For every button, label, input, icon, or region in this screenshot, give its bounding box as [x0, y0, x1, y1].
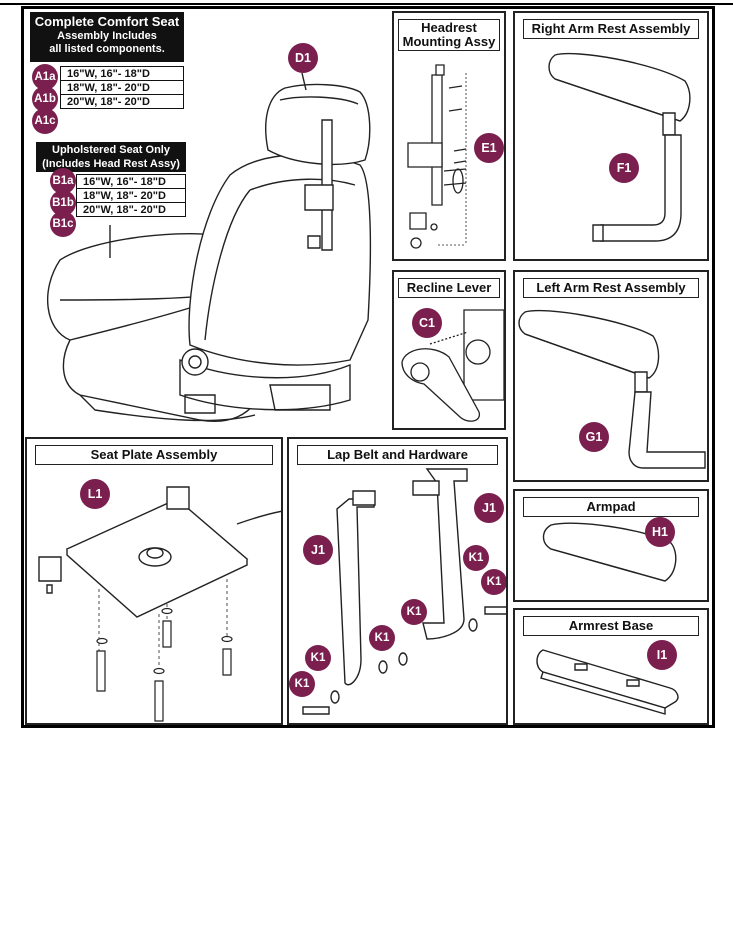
- size-cell: 18"W, 18"- 20"D: [60, 80, 184, 95]
- callout-k1: K1: [463, 545, 489, 571]
- panel-title-line2: Mounting Assy: [402, 34, 496, 49]
- callout-l1: L1: [80, 479, 110, 509]
- lap-belt-panel: Lap Belt and Hardware J1 J1 K1 K1 K1 K1 …: [287, 437, 508, 725]
- size-cell: 16"W, 16"- 18"D: [76, 174, 186, 189]
- panel-title: Recline Lever: [398, 278, 500, 298]
- table-row: 18"W, 18"- 20"D: [76, 188, 186, 203]
- headrest-mount-drawing: [394, 13, 506, 261]
- callout-k1: K1: [481, 569, 506, 595]
- armrest-base-drawing: [515, 610, 709, 725]
- callout-g1: G1: [579, 422, 609, 452]
- table-row: 18"W, 18"- 20"D: [60, 80, 184, 95]
- panel-title-line1: Headrest: [421, 20, 477, 35]
- panel-title: Seat Plate Assembly: [35, 445, 273, 465]
- diagram-frame: [21, 6, 715, 728]
- upholstered-seat-label: Upholstered Seat Only (Includes Head Res…: [36, 142, 186, 172]
- callout-a1a: A1a: [32, 64, 58, 90]
- size-cell: 20"W, 18"- 20"D: [76, 202, 186, 217]
- right-arm-rest-drawing: [515, 13, 709, 261]
- complete-seat-title: Complete Comfort Seat: [34, 14, 180, 29]
- callout-i1: I1: [647, 640, 677, 670]
- callout-a1b: A1b: [32, 86, 58, 112]
- upholstered-seat-size-table: 16"W, 16"- 18"D 18"W, 18"- 20"D 20"W, 18…: [76, 174, 186, 217]
- armrest-base-panel: Armrest Base I1: [513, 608, 709, 725]
- headrest-mounting-panel: Headrest Mounting Assy E1: [392, 11, 506, 261]
- callout-e1: E1: [474, 133, 504, 163]
- left-arm-rest-panel: Left Arm Rest Assembly G1: [513, 270, 709, 482]
- recline-lever-drawing: [394, 272, 504, 430]
- callout-k1: K1: [369, 625, 395, 651]
- callout-h1: H1: [645, 517, 675, 547]
- table-row: 16"W, 16"- 18"D: [76, 174, 186, 189]
- callout-k1: K1: [401, 599, 427, 625]
- upholstered-seat-line2: (Includes Head Rest Assy): [42, 158, 180, 170]
- right-arm-rest-panel: Right Arm Rest Assembly F1: [513, 11, 709, 261]
- seat-plate-drawing: [27, 439, 283, 725]
- armpad-drawing: [515, 491, 709, 602]
- panel-title: Lap Belt and Hardware: [297, 445, 498, 465]
- callout-j1: J1: [474, 493, 504, 523]
- recline-lever-panel: Recline Lever C1: [392, 270, 506, 430]
- panel-title: Armpad: [523, 497, 699, 517]
- callout-c1: C1: [412, 308, 442, 338]
- callout-f1: F1: [609, 153, 639, 183]
- complete-seat-label: Complete Comfort Seat Assembly Includes …: [30, 12, 184, 62]
- callout-k1: K1: [289, 671, 315, 697]
- panel-title: Armrest Base: [523, 616, 699, 636]
- callout-j1: J1: [303, 535, 333, 565]
- size-cell: 16"W, 16"- 18"D: [60, 66, 184, 81]
- panel-title: Headrest Mounting Assy: [398, 19, 500, 51]
- complete-seat-line2: all listed components.: [49, 43, 165, 55]
- callout-b1a: B1a: [50, 168, 76, 194]
- table-row: 20"W, 18"- 20"D: [76, 202, 186, 217]
- callout-d1: D1: [288, 43, 318, 73]
- upholstered-seat-line1: Upholstered Seat Only: [52, 144, 170, 156]
- callout-b1c: B1c: [50, 211, 76, 237]
- table-row: 20"W, 18"- 20"D: [60, 94, 184, 109]
- seat-plate-panel: Seat Plate Assembly L1: [25, 437, 283, 725]
- left-arm-rest-drawing: [515, 272, 709, 482]
- lap-belt-drawing: [289, 439, 506, 725]
- page-top-rule: [0, 3, 733, 5]
- panel-title: Right Arm Rest Assembly: [523, 19, 699, 39]
- callout-k1: K1: [305, 645, 331, 671]
- panel-title: Left Arm Rest Assembly: [523, 278, 699, 298]
- armpad-panel: Armpad H1: [513, 489, 709, 602]
- table-row: 16"W, 16"- 18"D: [60, 66, 184, 81]
- callout-b1b: B1b: [50, 190, 76, 216]
- complete-seat-size-table: 16"W, 16"- 18"D 18"W, 18"- 20"D 20"W, 18…: [60, 66, 184, 109]
- complete-seat-line1: Assembly Includes: [57, 30, 157, 42]
- size-cell: 18"W, 18"- 20"D: [76, 188, 186, 203]
- size-cell: 20"W, 18"- 20"D: [60, 94, 184, 109]
- callout-a1c: A1c: [32, 108, 58, 134]
